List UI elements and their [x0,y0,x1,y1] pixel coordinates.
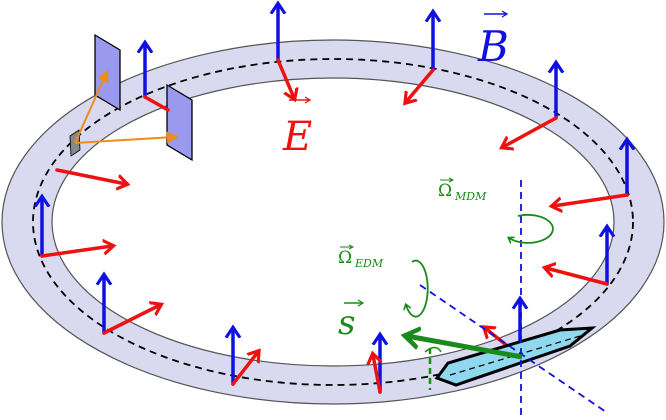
e-field-arrow [553,193,629,206]
e-field-arrow [55,168,126,184]
e-field-arrow [373,355,380,394]
spin-label: s [338,303,355,343]
omega-edm-symbol: Ω [338,248,352,268]
beam-orbit [32,58,634,386]
e-field-arrow [406,68,435,102]
e-field-arrow [503,116,558,147]
scatter-trajectory-1 [74,69,109,144]
spin-tilt-angle [424,346,442,353]
spin-vector [407,336,523,360]
scatter-trajectory-2 [74,131,179,144]
e-field-arrow [143,95,170,112]
omega-mdm-subscript: MDM [454,190,487,203]
label-E: E [282,96,312,160]
mdm-rotation-circle [509,213,554,243]
e-field-label: E [282,114,312,160]
label-B: B [477,10,509,71]
beam-bunch-axis [449,335,581,376]
b-field-label: B [477,22,509,71]
omega-edm-subscript: EDM [354,257,384,270]
radial-axis [419,284,607,413]
edm-rotation-circle [406,259,429,318]
e-field-arrow [102,305,160,335]
label-omega-mdm: Ω MDM [438,177,487,203]
e-field-arrow [40,246,112,258]
label-s: s [338,299,365,343]
omega-mdm-symbol: Ω [438,181,452,201]
e-field-arrow [231,352,258,386]
e-field-arrow [276,58,294,98]
e-field-arrow [546,268,609,286]
label-omega-edm: Ω EDM [338,244,384,270]
